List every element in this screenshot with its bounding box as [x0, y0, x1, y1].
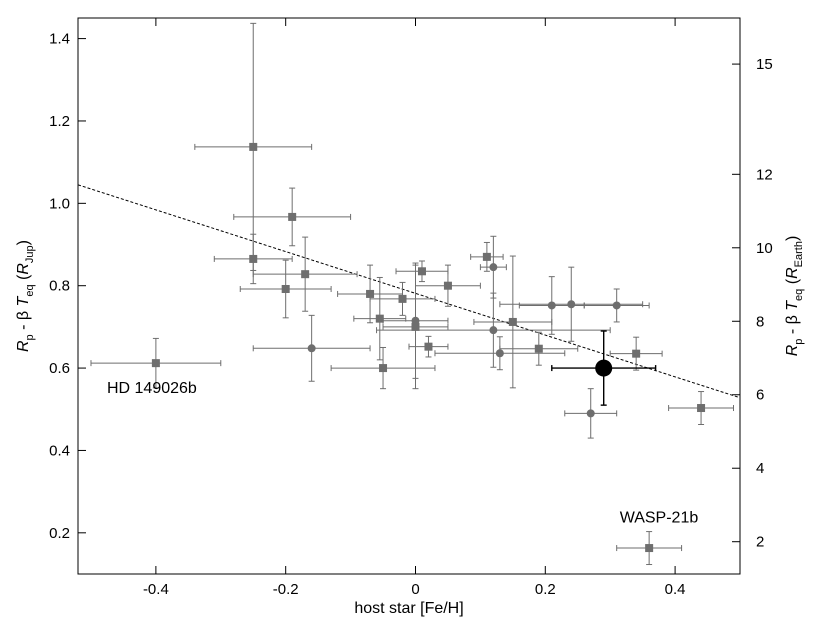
data-point-square — [424, 342, 433, 351]
data-point-square — [301, 270, 310, 279]
y-tick-label: 0.8 — [49, 278, 70, 295]
annotation-label: WASP-21b — [620, 510, 699, 527]
data-point-square — [508, 317, 517, 326]
y-axis-label-right: Rp - β Teq (REarth) — [784, 236, 805, 357]
data-point-square — [249, 142, 258, 151]
y-right-tick-label: 8 — [756, 313, 764, 330]
highlight-point — [595, 359, 613, 377]
data-point-square — [281, 284, 290, 293]
x-tick-label: 0.2 — [535, 581, 556, 598]
x-tick-label: -0.2 — [273, 581, 299, 598]
y-tick-label: 0.6 — [49, 360, 70, 377]
plot-frame — [77, 17, 741, 575]
y-right-tick-label: 10 — [756, 240, 773, 257]
data-point-square — [288, 212, 297, 221]
y-right-tick-label: 6 — [756, 387, 764, 404]
y-tick-label: 0.4 — [49, 442, 70, 459]
data-point-circle — [495, 349, 504, 358]
data-point-square — [249, 254, 258, 263]
data-point-circle — [567, 300, 576, 309]
data-point-square — [534, 344, 543, 353]
data-point-circle — [489, 326, 498, 335]
data-point-circle — [489, 263, 498, 272]
y-right-tick-label: 2 — [756, 534, 764, 551]
x-tick-label: 0.4 — [665, 581, 686, 598]
data-point-square — [443, 281, 452, 290]
data-point-square — [417, 267, 426, 276]
data-point-square — [151, 359, 160, 368]
data-point-square — [632, 349, 641, 358]
data-point-square — [398, 294, 407, 303]
data-point-circle — [586, 409, 595, 418]
data-point-circle — [411, 316, 420, 325]
data-point-square — [366, 289, 375, 298]
data-point-circle — [612, 301, 621, 310]
y-right-tick-label: 12 — [756, 166, 773, 183]
data-point-circle — [547, 301, 556, 310]
y-right-tick-label: 4 — [756, 460, 764, 477]
y-axis-label-left: Rp - β Teq (RJup) — [15, 240, 36, 352]
x-tick-label: -0.4 — [143, 581, 169, 598]
data-point-circle — [307, 344, 316, 353]
trend-line — [77, 184, 741, 399]
data-point-square — [645, 544, 654, 553]
y-tick-label: 1.2 — [49, 113, 70, 130]
y-tick-label: 0.2 — [49, 525, 70, 542]
data-point-square — [482, 252, 491, 261]
x-axis-label: host star [Fe/H] — [354, 600, 463, 617]
y-right-tick-label: 15 — [756, 56, 773, 73]
data-point-square — [697, 404, 706, 413]
x-tick-label: 0 — [411, 581, 419, 598]
y-tick-label: 1.4 — [49, 31, 70, 48]
y-tick-label: 1.0 — [49, 195, 70, 212]
annotation-label: HD 149026b — [107, 380, 197, 397]
data-point-square — [375, 314, 384, 323]
data-point-square — [379, 364, 388, 373]
